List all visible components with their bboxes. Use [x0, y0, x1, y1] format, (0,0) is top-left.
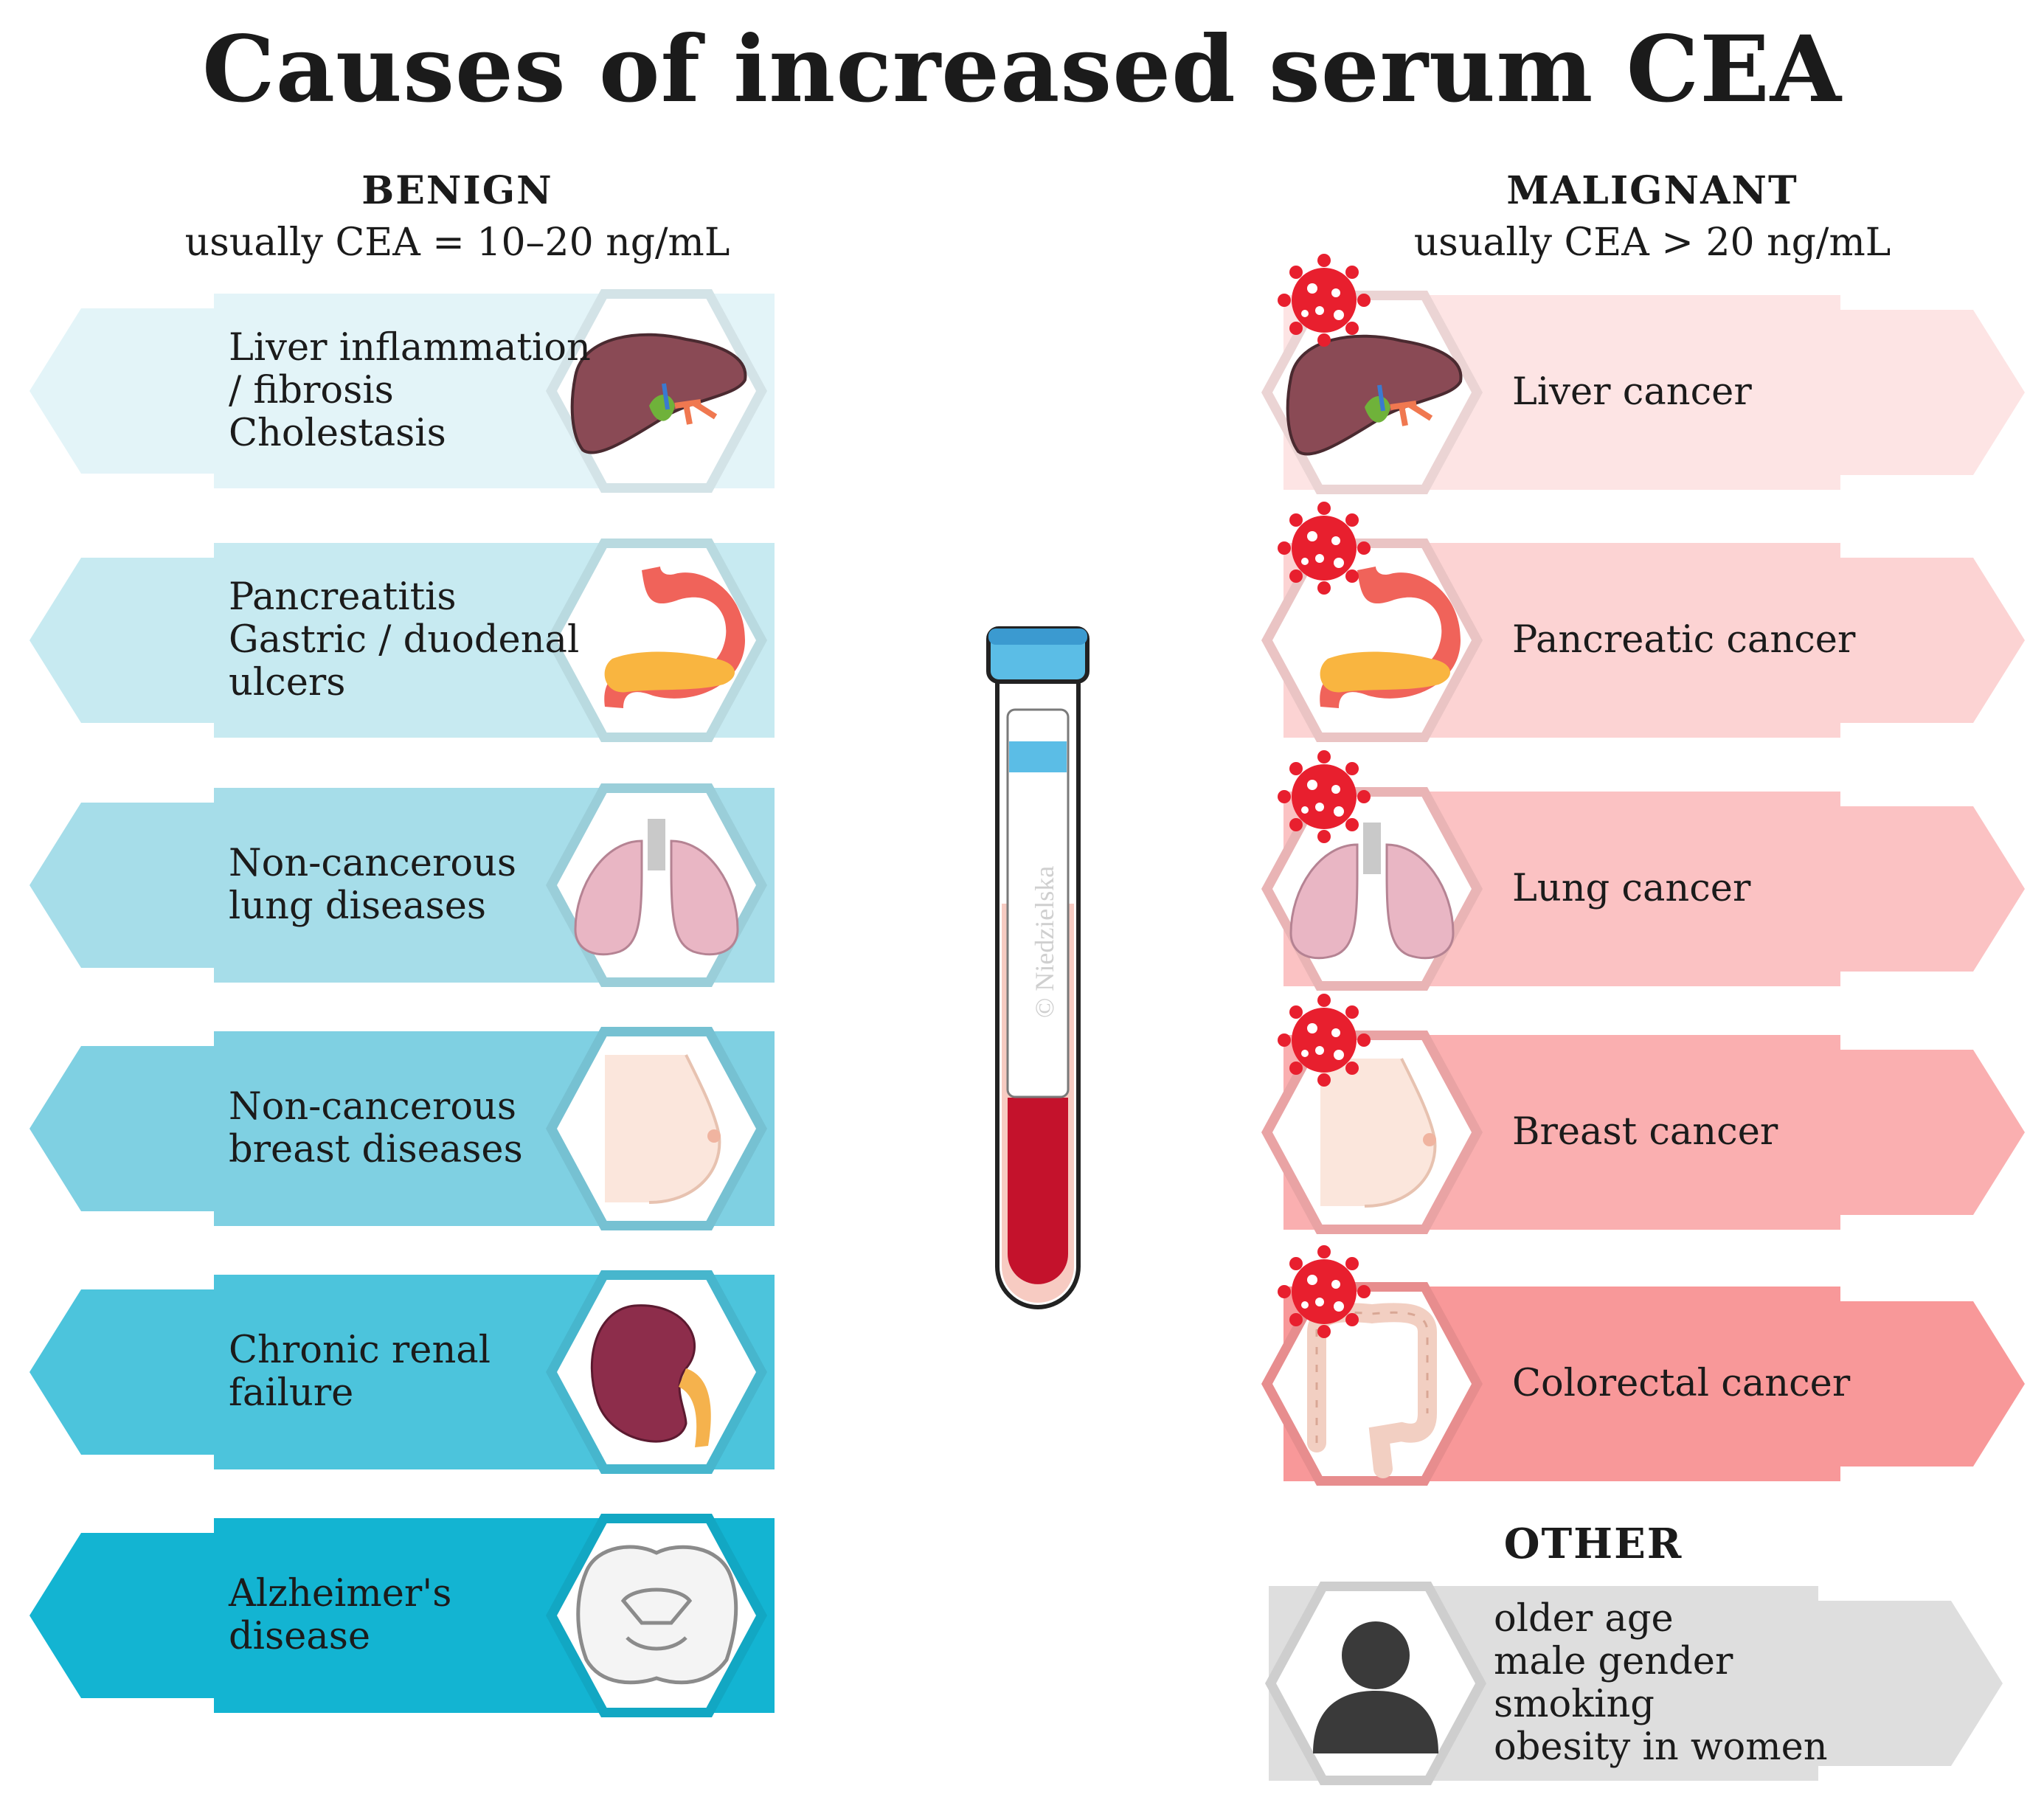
- other-box: [1265, 1582, 2003, 1785]
- brain-icon: [578, 1547, 736, 1683]
- malignant-list: [1261, 254, 2025, 1486]
- benign-item-1: [30, 289, 775, 493]
- benign-item-4: [30, 1027, 775, 1230]
- benign-item-4-label-line: breast diseases: [229, 1128, 523, 1171]
- other-item: [1265, 1582, 2003, 1785]
- malignant-item-4-label: Breast cancer: [1512, 1111, 1778, 1154]
- benign-item-3-label-line: lung diseases: [229, 884, 487, 928]
- malignant-item-1-label-line: Liver cancer: [1512, 370, 1752, 414]
- blood-tube-icon: © Niedzielska: [986, 626, 1089, 1309]
- benign-item-5-label-line: failure: [229, 1371, 354, 1415]
- malignant-item-3-label-line: Lung cancer: [1512, 867, 1751, 910]
- benign-item-5-label-line: Chronic renal: [229, 1329, 491, 1372]
- malignant-subheading: usually CEA > 20 ng/mL: [1413, 221, 1891, 265]
- malignant-item-4-band: [1283, 1035, 2025, 1230]
- benign-item-3: [30, 783, 775, 987]
- benign-item-4-label-line: Non-cancerous: [229, 1085, 517, 1129]
- malignant-item-4-label-line: Breast cancer: [1512, 1110, 1778, 1154]
- other-factors-label-line: male gender: [1494, 1640, 1733, 1683]
- benign-heading: BENIGN: [361, 168, 553, 213]
- benign-item-6-label-line: disease: [229, 1615, 371, 1658]
- malignant-item-2-band: [1283, 543, 2025, 738]
- benign-item-2-label-line: Pancreatitis: [229, 575, 457, 619]
- malignant-item-5-band: [1283, 1287, 2025, 1481]
- benign-item-5: [30, 1270, 775, 1474]
- benign-item-1-label-line: Liver inflammation: [229, 326, 591, 370]
- malignant-item-2-label: Pancreatic cancer: [1512, 619, 1855, 662]
- malignant-item-5-label: Colorectal cancer: [1512, 1362, 1850, 1405]
- other-heading: OTHER: [1503, 1520, 1683, 1568]
- malignant-item-1-label: Liver cancer: [1512, 371, 1752, 414]
- benign-item-2-label-line: ulcers: [229, 661, 346, 704]
- other-factors-label-line: smoking: [1494, 1683, 1655, 1726]
- benign-subheading: usually CEA = 10–20 ng/mL: [184, 221, 730, 265]
- tube-watermark: © Niedzielska: [1030, 866, 1059, 1018]
- malignant-item-2-label-line: Pancreatic cancer: [1512, 618, 1856, 662]
- benign-item-3-label-line: Non-cancerous: [229, 842, 517, 885]
- malignant-item-5: [1261, 1282, 2025, 1486]
- page-title: Causes of increased serum CEA: [202, 16, 1842, 123]
- malignant-heading: MALIGNANT: [1506, 168, 1798, 213]
- benign-list: [30, 289, 775, 1717]
- other-factors-label-line: obesity in women: [1494, 1725, 1828, 1769]
- benign-header: BENIGN usually CEA = 10–20 ng/mL: [125, 168, 789, 265]
- benign-item-6-label-line: Alzheimer's: [229, 1572, 452, 1616]
- malignant-item-3-label: Lung cancer: [1512, 868, 1750, 910]
- benign-item-2-label-line: Gastric / duodenal: [229, 618, 580, 662]
- benign-item-2: [30, 539, 775, 742]
- malignant-header: MALIGNANT usually CEA > 20 ng/mL: [1320, 168, 1984, 265]
- other-factors-label-line: older age: [1494, 1597, 1674, 1641]
- benign-item-1-label-line: Cholestasis: [229, 412, 446, 455]
- malignant-item-3: [1261, 787, 2025, 991]
- malignant-item-5-label-line: Colorectal cancer: [1512, 1362, 1851, 1405]
- malignant-item-3-band: [1283, 792, 2025, 986]
- benign-item-6: [30, 1514, 775, 1717]
- malignant-item-1-band: [1283, 295, 2025, 490]
- benign-item-1-label-line: / fibrosis: [229, 369, 394, 412]
